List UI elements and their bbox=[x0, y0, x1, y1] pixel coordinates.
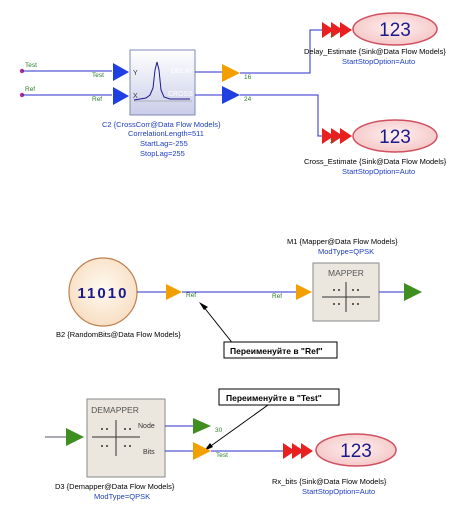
callout-test-pointer bbox=[207, 404, 269, 449]
mapper-name: M1 {Mapper@Data Flow Models} bbox=[287, 237, 398, 246]
crosscorr-name: C2 {CrossCorr@Data Flow Models} bbox=[102, 120, 221, 129]
sink-delay-pin: 1 bbox=[330, 32, 334, 39]
demapper-name: D3 {Demapper@Data Flow Models} bbox=[55, 482, 175, 491]
demapper-port-node: Node bbox=[138, 423, 155, 430]
randombits-name: B2 {RandomBits@Data Flow Models} bbox=[56, 330, 181, 339]
sink-delay-name: Delay_Estimate {Sink@Data Flow Models} bbox=[304, 47, 446, 56]
callout-ref-pointer bbox=[202, 305, 235, 346]
callout-test: Переименуйте в "Test" bbox=[218, 388, 340, 406]
port-cross: CROSS bbox=[168, 91, 193, 98]
mapper-block[interactable]: MAPPER bbox=[312, 262, 380, 322]
sink-delay-estimate[interactable]: 1 123 bbox=[322, 12, 438, 46]
randombits-wire-label: Ref bbox=[186, 292, 196, 299]
port-delay: DELAY bbox=[171, 68, 194, 75]
crosscorr-section: Test Test Ref Ref Y X DELAY CROSS 16 24 bbox=[19, 29, 322, 158]
sink-delay-param: StartStopOption=Auto bbox=[342, 57, 415, 66]
randombits-value: 11010 bbox=[78, 285, 129, 302]
delay-output-num: 16 bbox=[244, 74, 252, 81]
demapper-wire-label: Test bbox=[216, 452, 228, 459]
sink-cross-param: StartStopOption=Auto bbox=[342, 167, 415, 176]
demapper-param: ModType=QPSK bbox=[94, 492, 150, 501]
test-input-pin[interactable] bbox=[19, 68, 112, 74]
test-input-label: Test bbox=[25, 62, 37, 69]
mapper-title: MAPPER bbox=[328, 268, 364, 278]
mapper-input-wire-label: Ref bbox=[272, 293, 282, 300]
demapper-port-bits: Bits bbox=[143, 449, 155, 456]
sink-cross-pin: 2 bbox=[330, 138, 334, 145]
randombits-output-arrow[interactable] bbox=[166, 284, 182, 300]
demapper-title: DEMAPPER bbox=[91, 405, 139, 415]
crosscorr-block[interactable]: Y X DELAY CROSS bbox=[129, 49, 196, 116]
port-y: Y bbox=[133, 70, 138, 77]
y-input-arrow[interactable] bbox=[113, 63, 129, 81]
callout-ref: Переименуйте в "Ref" bbox=[223, 341, 338, 359]
demapper-block[interactable]: DEMAPPER Node Bits bbox=[86, 398, 166, 478]
test-wire-label: Test bbox=[92, 72, 104, 79]
callout-test-text: Переименуйте в "Test" bbox=[226, 393, 322, 403]
delay-output-arrow[interactable] bbox=[222, 64, 240, 82]
demapper-bits-arrow[interactable] bbox=[193, 442, 211, 460]
sink-cross-value: 123 bbox=[379, 127, 411, 148]
mapper-output-arrow[interactable] bbox=[404, 283, 422, 301]
randombits-block[interactable]: 11010 bbox=[68, 257, 138, 327]
ref-wire-label: Ref bbox=[92, 96, 102, 103]
port-x: X bbox=[133, 93, 138, 100]
callout-ref-pointer-head bbox=[199, 302, 208, 310]
cross-output-num: 24 bbox=[244, 96, 252, 103]
sink-rx-bits-name: Rx_bits {Sink@Data Flow Models} bbox=[272, 477, 387, 486]
demapper-node-arrow[interactable] bbox=[193, 418, 211, 434]
sink-delay-value: 123 bbox=[379, 20, 411, 41]
sink-rx-bits[interactable]: 123 bbox=[283, 433, 397, 467]
demapper-node-num: 30 bbox=[215, 427, 223, 434]
ref-input-pin[interactable] bbox=[19, 92, 112, 98]
sink-cross-estimate[interactable]: 2 123 bbox=[322, 119, 438, 153]
demapper-input-arrow[interactable] bbox=[66, 428, 84, 446]
ref-input-label: Ref bbox=[25, 86, 35, 93]
sink-cross-name: Cross_Estimate {Sink@Data Flow Models} bbox=[304, 157, 447, 166]
sink-rx-bits-param: StartStopOption=Auto bbox=[302, 487, 375, 496]
mapper-input-arrow[interactable] bbox=[296, 284, 312, 300]
mapper-param: ModType=QPSK bbox=[318, 247, 374, 256]
crosscorr-param-start: StartLag=-255 bbox=[140, 139, 188, 148]
crosscorr-param-length: CorrelationLength=511 bbox=[128, 129, 204, 138]
sink-rx-bits-value: 123 bbox=[340, 441, 372, 462]
cross-output-arrow[interactable] bbox=[222, 86, 240, 104]
crosscorr-param-stop: StopLag=255 bbox=[140, 149, 185, 158]
x-input-arrow[interactable] bbox=[113, 87, 129, 105]
callout-ref-text: Переименуйте в "Ref" bbox=[230, 346, 323, 356]
